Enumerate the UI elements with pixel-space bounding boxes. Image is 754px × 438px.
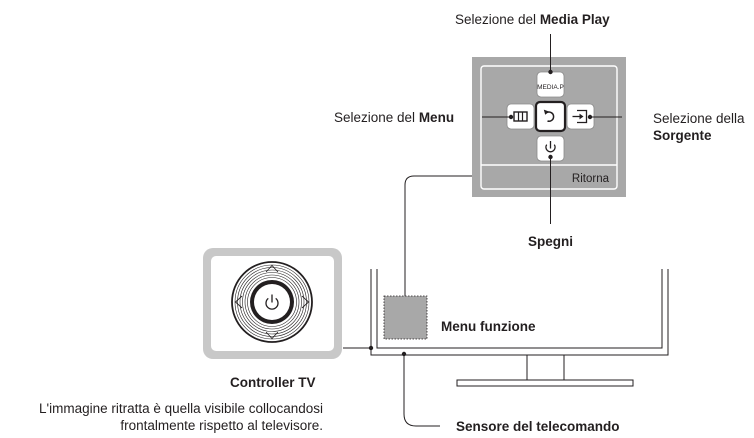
remote-sensor-callout: Sensore del telecomando: [456, 419, 620, 434]
orientation-note-line2: frontalmente rispetto al televisore.: [120, 418, 323, 433]
source-input-icon: [572, 109, 588, 124]
source-callout: Selezione della Sorgente: [653, 110, 745, 144]
return-arrow-icon: [543, 109, 555, 122]
media-play-callout-prefix: Selezione del: [455, 12, 540, 27]
menu-grid-icon: [513, 111, 528, 122]
media-button-text: MEDIA.P: [537, 84, 564, 91]
power-off-callout: Spegni: [528, 234, 574, 249]
media-play-callout-bold: Media Play: [539, 12, 610, 27]
orientation-note-line1: L'immagine ritratta è quella visibile co…: [39, 401, 323, 416]
controller-power-icon: [265, 294, 279, 310]
power-icon: [545, 141, 556, 153]
return-label: Ritorna: [572, 173, 610, 185]
media-play-callout: Selezione del Media Play: [455, 11, 610, 28]
menu-callout-prefix: Selezione del: [334, 110, 419, 125]
menu-callout-bold: Menu: [418, 110, 455, 125]
tv-controller-title: Controller TV: [230, 375, 316, 390]
tv-outline: [370, 269, 669, 387]
function-menu-callout: Menu funzione: [441, 319, 536, 334]
tv-controller[interactable]: [203, 248, 342, 359]
return-button[interactable]: [534, 100, 567, 133]
menu-callout: Selezione del Menu: [334, 109, 454, 126]
orientation-note: L'immagine ritratta è quella visibile co…: [39, 400, 323, 434]
source-callout-line1: Selezione della: [653, 111, 745, 126]
function-menu-area[interactable]: [383, 295, 428, 340]
controller-arrows: [234, 264, 310, 340]
source-callout-bold: Sorgente: [653, 128, 712, 143]
callout-lines: [343, 34, 622, 427]
